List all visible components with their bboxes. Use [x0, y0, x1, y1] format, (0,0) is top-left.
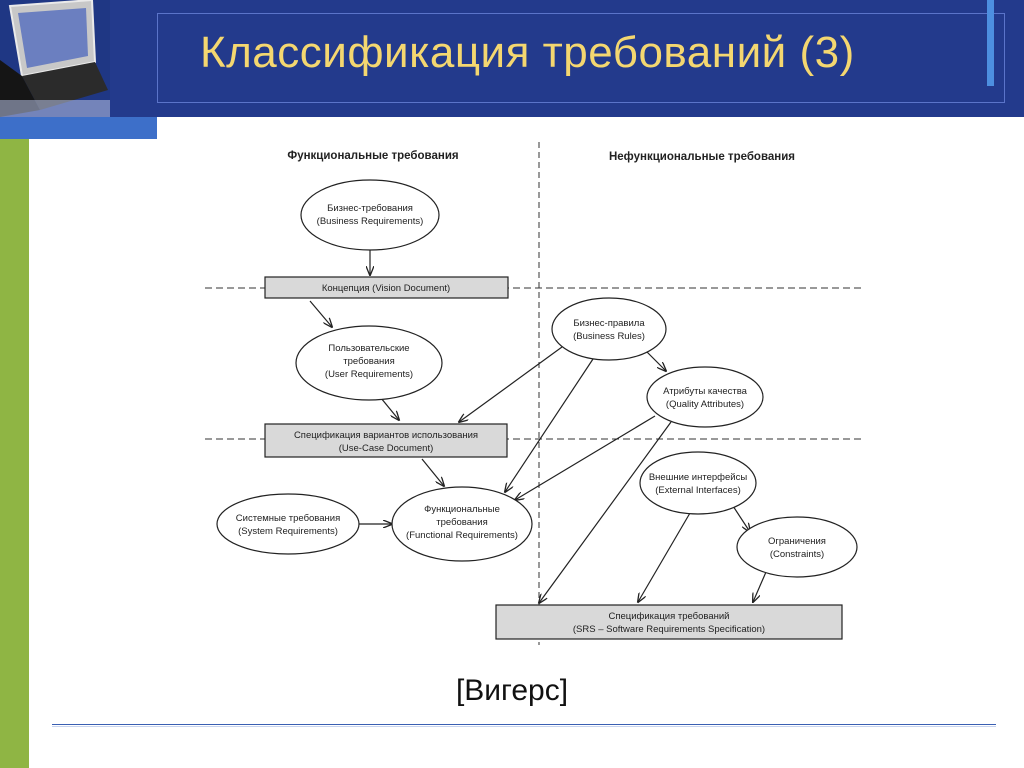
requirements-diagram: Функциональные требования Нефункциональн…: [205, 142, 865, 645]
arrow-user-to-usecase: [380, 397, 399, 420]
node-user-requirements: Пользовательские требования (User Requir…: [295, 325, 443, 401]
svg-text:Системные требования: Системные требования: [236, 513, 340, 524]
footer-divider: [52, 724, 996, 725]
svg-text:(External Interfaces): (External Interfaces): [655, 485, 741, 496]
svg-text:Спецификация требований: Спецификация требований: [609, 611, 730, 622]
node-external-interfaces: Внешние интерфейсы (External Interfaces): [639, 451, 757, 515]
svg-text:(Functional Requirements): (Functional Requirements): [406, 530, 518, 541]
svg-text:требования: требования: [436, 517, 487, 528]
header-frame: [157, 13, 1005, 103]
arrow-constraints-to-srs: [753, 571, 767, 602]
svg-text:Ограничения: Ограничения: [768, 536, 826, 547]
node-system-requirements: Системные требования (System Requirement…: [216, 493, 360, 555]
slide-title: Классификация требований (3): [200, 28, 855, 77]
left-accent-bar: [0, 139, 29, 768]
svg-text:(SRS – Software Requirements S: (SRS – Software Requirements Specificati…: [573, 624, 765, 635]
svg-text:(Use-Case Document): (Use-Case Document): [339, 443, 434, 454]
svg-text:Бизнес-требования: Бизнес-требования: [327, 203, 413, 214]
svg-text:Спецификация вариантов использ: Спецификация вариантов использования: [294, 430, 478, 441]
node-srs: Спецификация требований (SRS – Software …: [495, 604, 843, 640]
node-constraints: Ограничения (Constraints): [736, 516, 858, 578]
slide-header: [0, 0, 1024, 117]
footer-divider-shadow: [52, 726, 996, 727]
arrow-quality-to-srs: [539, 421, 672, 603]
svg-text:(Constraints): (Constraints): [770, 549, 824, 560]
svg-text:(User Requirements): (User Requirements): [325, 369, 413, 380]
node-functional-requirements: Функциональные требования (Functional Re…: [391, 486, 533, 562]
svg-text:Пользовательские: Пользовательские: [328, 343, 409, 354]
arrow-external-to-srs: [638, 512, 691, 602]
monitor-icon: [0, 0, 110, 117]
svg-text:(Business Rules): (Business Rules): [573, 331, 645, 342]
node-use-case-document: Спецификация вариантов использования (Us…: [264, 423, 508, 458]
svg-text:Внешние интерфейсы: Внешние интерфейсы: [649, 472, 747, 483]
node-business-requirements: Бизнес-требования (Business Requirements…: [300, 179, 440, 251]
header-blue-band: [0, 117, 157, 139]
svg-text:Бизнес-правила: Бизнес-правила: [573, 318, 645, 329]
arrow-external-to-constraints: [732, 505, 750, 532]
arrow-vision-to-user: [309, 300, 332, 327]
header-nonfunctional: Нефункциональные требования: [609, 151, 795, 163]
svg-text:(Quality Attributes): (Quality Attributes): [666, 399, 744, 410]
header-functional: Функциональные требования: [287, 150, 458, 162]
arrow-quality-to-functional: [515, 415, 656, 500]
svg-text:(System Requirements): (System Requirements): [238, 526, 338, 537]
arrow-rules-to-functional: [505, 358, 594, 492]
svg-text:Функциональные: Функциональные: [424, 504, 500, 515]
svg-text:требования: требования: [343, 356, 394, 367]
source-caption: [Вигерс]: [455, 674, 569, 707]
svg-text:(Business Requirements): (Business Requirements): [317, 216, 424, 227]
svg-text:Атрибуты качества: Атрибуты качества: [663, 386, 748, 397]
arrow-rules-to-usecase: [459, 346, 563, 422]
node-quality-attributes: Атрибуты качества (Quality Attributes): [646, 366, 764, 428]
node-business-rules: Бизнес-правила (Business Rules): [551, 297, 667, 361]
header-accent-bar: [987, 0, 994, 86]
svg-text:Концепция (Vision Document): Концепция (Vision Document): [322, 283, 450, 294]
arrow-usecase-to-functional: [421, 458, 444, 486]
node-vision-document: Концепция (Vision Document): [264, 276, 509, 299]
